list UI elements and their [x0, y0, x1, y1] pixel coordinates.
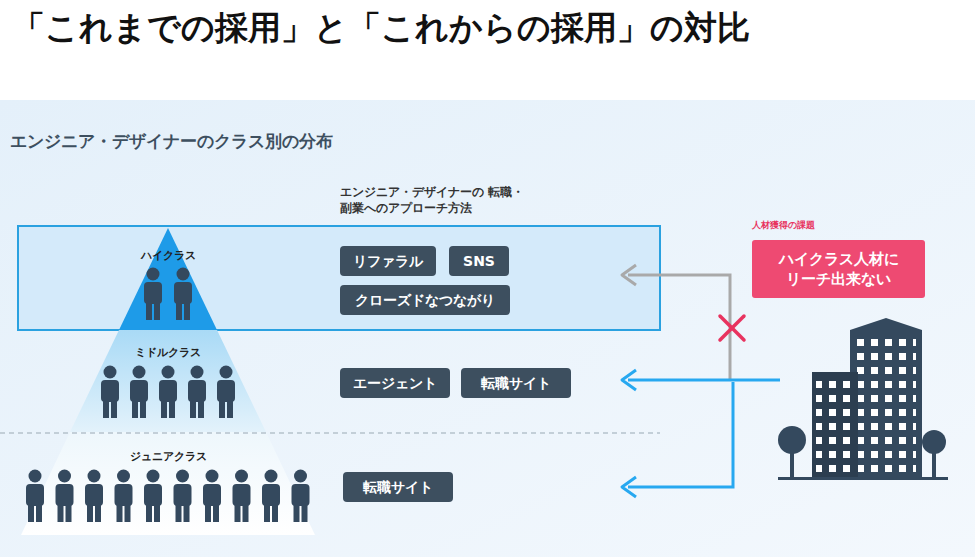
channel-tag: SNS [449, 246, 509, 276]
blocked-arrow [628, 275, 730, 380]
arrowhead [622, 265, 636, 285]
tag-text: SNS [463, 253, 495, 269]
pyramid-bottom [21, 432, 315, 535]
channel-tag: クローズドなつながり [340, 285, 510, 315]
arrowhead [622, 477, 636, 497]
label: ミドルクラス [135, 345, 201, 360]
problem-box: ハイクラス人材に リーチ出来ない [752, 240, 925, 298]
tag-text: クローズドなつながり [355, 292, 495, 308]
panel-ground [0, 100, 975, 557]
channel-tag: 転職サイト [343, 472, 453, 502]
channel-tag: リファラル [340, 246, 436, 276]
label: ジュニアクラス [130, 449, 207, 464]
divider-dashed [0, 432, 660, 434]
building-illustration [778, 318, 948, 480]
people-icons [26, 268, 310, 523]
tag-text: リファラル [353, 253, 423, 269]
channel-tag: 転職サイト [461, 368, 571, 398]
problem-text: ハイクラス人材に リーチ出来ない [752, 249, 925, 289]
tag-text: 転職サイト [363, 479, 433, 495]
cross-mark [720, 316, 744, 340]
tag-text: 転職サイト [481, 375, 551, 391]
tag-text: エージェント [353, 375, 437, 391]
title: 「これまでの採用」と「これからの採用」の対比 [12, 6, 750, 51]
callout-heading: 人材獲得の課題 [752, 218, 925, 232]
problem-callout: 人材獲得の課題ハイクラス人材に リーチ出来ない [752, 218, 925, 298]
highlight-band [18, 226, 660, 330]
arrow [628, 379, 780, 382]
label: エンジニア・デザイナーのクラス別の分布 [10, 130, 333, 153]
arrowhead [622, 370, 636, 390]
label: ハイクラス [141, 248, 196, 263]
channel-tag: エージェント [340, 368, 450, 398]
pyramid-top [119, 228, 217, 330]
pyramid-middle [70, 330, 266, 432]
label: エンジニア・デザイナーの 転職・副業へのアプローチ方法 [340, 184, 540, 216]
arrow [628, 382, 733, 487]
